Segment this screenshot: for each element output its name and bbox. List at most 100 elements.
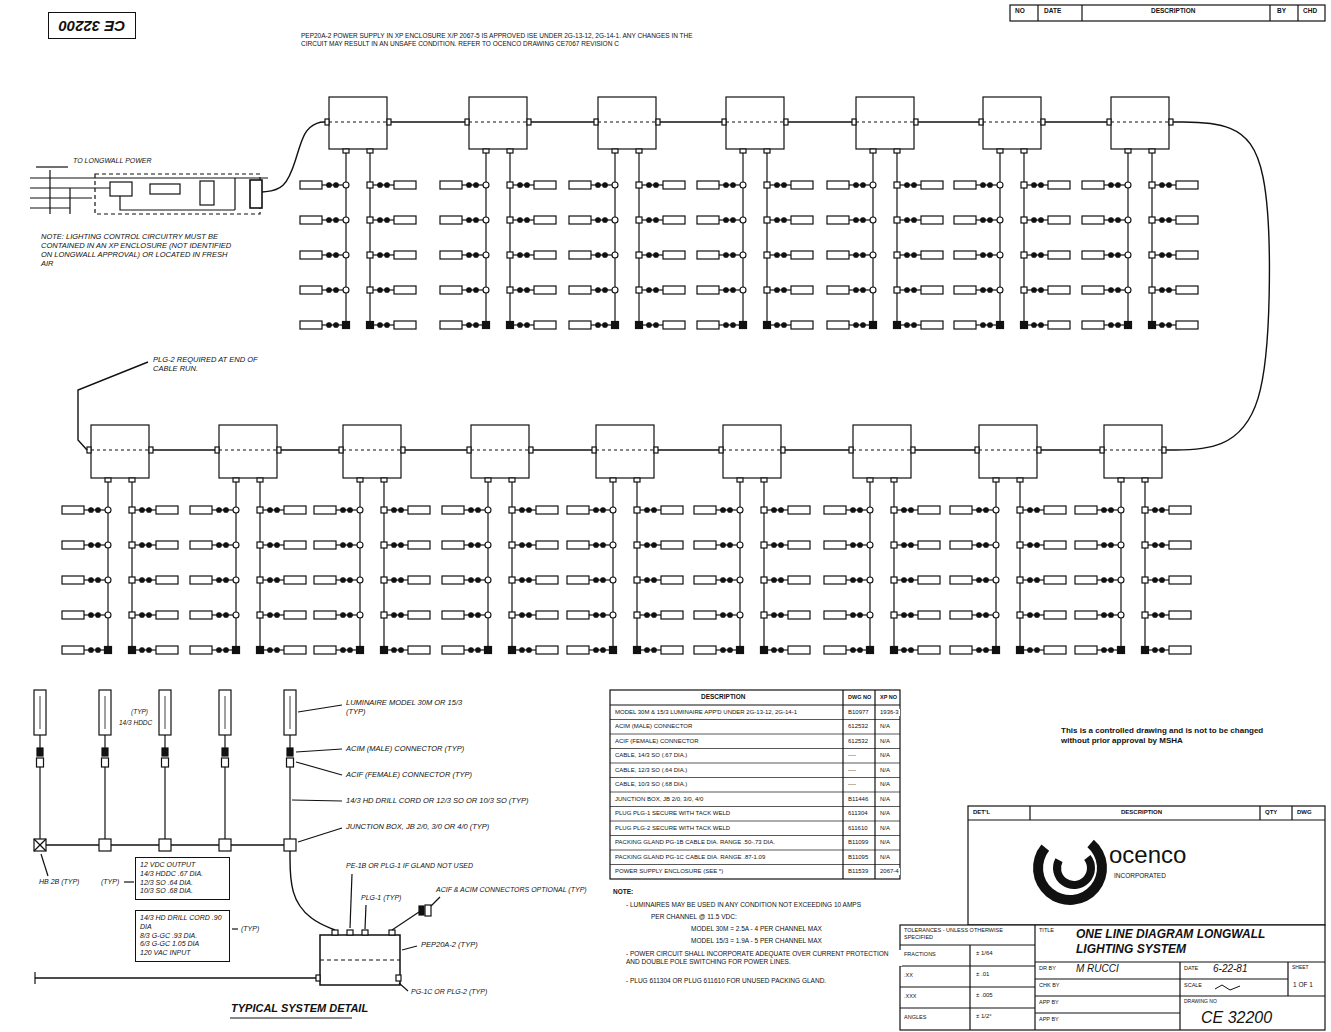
luminaire: [788, 611, 810, 619]
packing-gland: [396, 975, 401, 981]
acim-connector: [984, 543, 989, 548]
acim-connector: [984, 613, 989, 618]
callout-label: 14/3 HD DRILL CORD OR 12/3 SO OR 10/3 SO…: [345, 796, 529, 805]
leader-line: [124, 881, 134, 882]
luminaire: [536, 576, 558, 584]
luminaire: [314, 576, 336, 584]
title-block: [900, 925, 1325, 1030]
acif-connector: [327, 253, 332, 258]
acim-connector: [1032, 323, 1037, 328]
acif-connector: [779, 578, 784, 583]
end-plug: [764, 322, 771, 329]
packing-gland: [1125, 149, 1131, 153]
acim-connector: [140, 578, 145, 583]
parts-table-cell: 1936-3: [879, 709, 900, 716]
internal-bus: [329, 121, 387, 122]
power-supply-enclosure: [320, 935, 400, 985]
table-rule: [874, 690, 875, 879]
acim-connector: [96, 508, 101, 513]
luminaire: [534, 251, 556, 259]
luminaire: [300, 321, 322, 329]
acif-connector: [1102, 613, 1107, 618]
acif-connector: [909, 613, 914, 618]
cable-tap: [737, 612, 743, 618]
acif-connector: [147, 508, 152, 513]
acif-connector: [147, 613, 152, 618]
drill-cord: [224, 767, 225, 839]
acif-connector: [977, 613, 982, 618]
luminaire: [954, 181, 976, 189]
parts-table-cell: N/A: [879, 810, 891, 817]
parts-table-cell: 611304: [847, 810, 869, 817]
luminaire: [921, 286, 943, 294]
cable-tap: [367, 287, 373, 293]
enclosure-seam: [320, 959, 400, 960]
cable-tap: [343, 252, 349, 258]
acif-connector: [912, 253, 917, 258]
luminaire: [1044, 646, 1066, 654]
packing-gland: [1149, 149, 1155, 153]
packing-gland: [781, 447, 785, 453]
acif-connector: [1039, 218, 1044, 223]
cable-tap: [634, 507, 640, 513]
luminaire: [534, 321, 556, 329]
revision-header: PEP20A-2 POWER SUPPLY IN XP ENCLOSURE X/…: [300, 32, 702, 48]
acif-connector: [469, 508, 474, 513]
luminaire: [1075, 576, 1097, 584]
internal-bus: [343, 449, 401, 450]
luminaire: [1044, 576, 1066, 584]
cable-tap: [634, 577, 640, 583]
cable-tap: [507, 217, 513, 223]
drop-cable: [1151, 153, 1152, 325]
table-rule: [610, 704, 900, 705]
table-rule: [1081, 5, 1082, 21]
packing-gland: [1021, 149, 1027, 153]
acim-connector: [731, 323, 736, 328]
luminaire: [1048, 216, 1070, 224]
cable-tap: [636, 182, 642, 188]
acif-connector: [909, 648, 914, 653]
cable-tap: [105, 542, 111, 548]
luminaire: [442, 646, 464, 654]
luminaire: [314, 541, 336, 549]
acim-connector: [728, 648, 733, 653]
acim-connector: [728, 613, 733, 618]
packing-gland: [1118, 478, 1124, 482]
acif-connector: [1039, 183, 1044, 188]
acim-connector: [348, 613, 353, 618]
title-block-text: FRACTIONS: [903, 951, 937, 958]
cable-tap: [612, 287, 618, 293]
luminaire: [62, 646, 84, 654]
table-rule: [1269, 5, 1270, 21]
luminaire: [824, 506, 846, 514]
callout-label: PE-1B OR PLG-1 IF GLAND NOT USED: [345, 862, 474, 871]
leader-line: [350, 874, 352, 928]
acif-connector: [721, 508, 726, 513]
plug-cross: [34, 839, 46, 851]
acim-connector: [1032, 253, 1037, 258]
parts-table-cell: CABLE, 14/3 SO (.67 DIA.): [614, 752, 688, 759]
luminaire: [1075, 611, 1097, 619]
power-wire: [234, 178, 235, 210]
cable-tap: [993, 542, 999, 548]
table-rule: [610, 835, 900, 836]
cable-tap: [997, 182, 1003, 188]
end-plug: [1118, 647, 1125, 654]
cable-tap: [993, 507, 999, 513]
packing-gland: [849, 447, 853, 453]
acim-connector: [224, 543, 229, 548]
acif-connector: [1109, 288, 1114, 293]
luminaire: [440, 216, 462, 224]
cable-tap: [894, 287, 900, 293]
luminaire: [534, 181, 556, 189]
luminaire: [284, 576, 306, 584]
cable-tap: [1125, 287, 1131, 293]
cable-tap: [233, 577, 239, 583]
acim-connector: [224, 613, 229, 618]
acim-connector: [268, 613, 273, 618]
luminaire: [694, 576, 716, 584]
junction-box: [343, 425, 401, 478]
drop-cable: [509, 153, 510, 325]
cable-tap: [867, 542, 873, 548]
acim-connector: [1032, 218, 1037, 223]
